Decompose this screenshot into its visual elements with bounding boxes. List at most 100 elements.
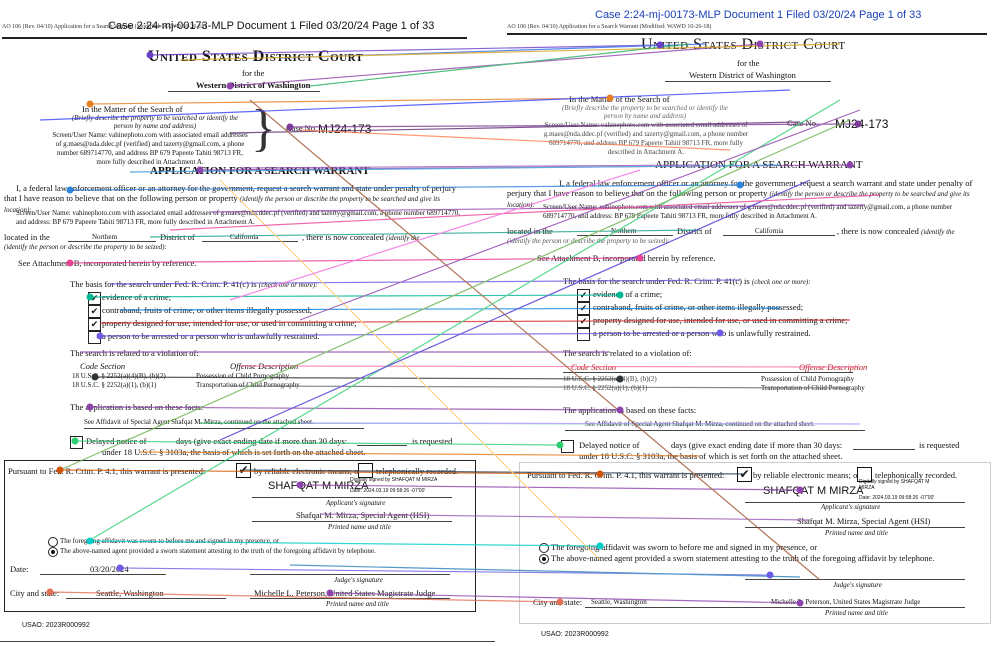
offense-header: Offense Description bbox=[230, 361, 299, 371]
concealed-italic-right-a: (identify the bbox=[921, 228, 955, 236]
electronic-checkbox[interactable]: ✔ bbox=[236, 463, 251, 478]
pursuant-text-right: Pursuant to Fed. R. Crim. P. 4.1, this w… bbox=[527, 470, 725, 480]
telephonic-checkbox[interactable] bbox=[358, 463, 373, 478]
matter-brace: } bbox=[251, 100, 276, 157]
district-value: Northern bbox=[92, 233, 118, 241]
see-attachment-right: See Attachment B, incorporated herein by… bbox=[537, 253, 716, 263]
court-title-right: United States District Court bbox=[641, 36, 846, 53]
basis-item-contraband-right: contraband, fruits of crime, or other it… bbox=[593, 302, 804, 312]
basis-checkbox-contraband-right[interactable]: ✔ bbox=[577, 302, 590, 315]
date-label: Date: bbox=[10, 564, 29, 574]
digital-date-right: Date: 2024.03.19 09:58:26 -07'00' bbox=[859, 495, 935, 501]
delayed-notice-d-right: under 18 U.S.C. § 3103a, the basis of wh… bbox=[579, 451, 843, 461]
concealed-italic-right: (identify the person or describe the pro… bbox=[507, 237, 670, 245]
matter-property-right: Screen/User Name: vahinephoto.com with a… bbox=[543, 121, 749, 156]
code-row-1: 18 U.S.C. § 2252(a)(4)(B), (b)(2) bbox=[72, 372, 166, 380]
delayed-notice-c-right: is requested bbox=[919, 440, 960, 450]
judge-printed-caption: Printed name and title bbox=[326, 600, 389, 608]
sworn-telephone-radio[interactable] bbox=[48, 547, 58, 557]
delayed-notice-checkbox[interactable] bbox=[70, 436, 83, 449]
signer-name-right: SHAFQAT M MIRZA bbox=[763, 485, 864, 497]
footer-rule bbox=[0, 641, 495, 642]
form-label-right: AO 106 (Rev. 04/10) Application for a Se… bbox=[507, 24, 712, 30]
sworn-in-person-radio[interactable] bbox=[48, 537, 58, 547]
delayed-notice-checkbox-right[interactable] bbox=[561, 440, 574, 453]
basis-item-person: a person to be arrested or a person who … bbox=[102, 331, 320, 341]
applicant-name-line bbox=[252, 521, 452, 522]
telephonic-checkbox-right[interactable] bbox=[857, 467, 872, 482]
concealed-label: , there is now concealed (identify the bbox=[302, 232, 420, 242]
located-in-label: located in the bbox=[4, 232, 50, 242]
judge-sig-line-right bbox=[745, 579, 965, 580]
see-attachment: See Attachment B, incorporated herein by… bbox=[18, 258, 197, 268]
code-row-2-right: 18 U.S.C. § 2252(a)(1), (b)(1) bbox=[563, 384, 648, 392]
code-row-2: 18 U.S.C. § 2252(a)(1), (b)(1) bbox=[72, 381, 157, 389]
judge-name-right: Michelle L. Peterson, United States Magi… bbox=[771, 598, 921, 606]
applicant-sig-line-right bbox=[745, 502, 965, 503]
district-name-right: Western District of Washington bbox=[689, 70, 796, 80]
basis-checkbox-evidence[interactable]: ✔ bbox=[88, 292, 101, 305]
basis-checkbox-property[interactable]: ✔ bbox=[88, 318, 101, 331]
code-section-header: Code Section bbox=[80, 361, 126, 371]
state-value-right: California bbox=[755, 227, 784, 235]
delayed-notice-c: is requested bbox=[412, 436, 453, 446]
sworn-in-person-text: The foregoing affidavit was sworn to bef… bbox=[60, 537, 280, 545]
located-in-label-right: located in the bbox=[507, 226, 553, 236]
matter-heading: In the Matter of the Search of bbox=[82, 104, 183, 114]
basis-checkbox-evidence-right[interactable]: ✔ bbox=[577, 289, 590, 302]
for-the-label: for the bbox=[242, 68, 265, 78]
state-line-right bbox=[723, 235, 835, 236]
basis-item-contraband: contraband, fruits of crime, or other it… bbox=[102, 305, 313, 315]
district-of-label: District of bbox=[160, 232, 195, 242]
basis-checkbox-person[interactable] bbox=[88, 331, 101, 344]
court-title: United States District Court bbox=[148, 48, 364, 65]
state-line bbox=[202, 241, 298, 242]
left-document-pane: AO 106 (Rev. 04/10) Application for a Se… bbox=[0, 0, 495, 646]
electronic-checkbox-right[interactable]: ✔ bbox=[737, 467, 752, 482]
basis-item-property: property designed for use, intended for … bbox=[102, 318, 357, 328]
telephonic-label-right: telephonically recorded. bbox=[875, 470, 958, 480]
basis-checkbox-property-right[interactable]: ✔ bbox=[577, 315, 590, 328]
concealed-italic-a: (identify the bbox=[386, 234, 420, 242]
matter-instruction-right: (Briefly describe the property to be sea… bbox=[561, 104, 729, 120]
judge-sig-caption-right: Judge's signature bbox=[833, 581, 882, 589]
district-line bbox=[68, 241, 156, 242]
city-label: City and state: bbox=[10, 588, 60, 598]
electronic-label-right: by reliable electronic means; or: bbox=[753, 470, 863, 480]
basis-checkbox-person-right[interactable] bbox=[577, 328, 590, 341]
state-value: California bbox=[230, 233, 259, 241]
concealed-label-right: , there is now concealed (identify the bbox=[837, 226, 955, 236]
affidavit-text: See Affidavit of Special Agent Shafqat M… bbox=[84, 418, 314, 426]
applicant-name: Shafqat M. Mirza, Special Agent (HSI) bbox=[296, 510, 430, 520]
target-description-right: Screen/User Name: vahinephoto.com with a… bbox=[543, 203, 953, 220]
application-title: APPLICATION FOR A SEARCH WARRANT bbox=[150, 165, 370, 177]
offense-row-1-right: Possession of Child Pornography bbox=[761, 375, 855, 383]
offense-row-2-right: Transportation of Child Pornography bbox=[761, 384, 865, 392]
basis-heading-italic-right: (check one or more): bbox=[751, 278, 811, 286]
district-value-right: Northern bbox=[611, 227, 637, 235]
city-line-right bbox=[585, 607, 745, 608]
sworn-telephone-radio-right[interactable] bbox=[539, 554, 549, 564]
judge-sig-line bbox=[250, 574, 450, 575]
facts-heading-right: The application is based on these facts: bbox=[563, 405, 697, 415]
digital-date-left: Date: 2024.03.19 09:58:26 -07'00' bbox=[350, 488, 426, 494]
target-description: Screen/User Name: vahinephoto.com with a… bbox=[16, 209, 461, 226]
affidavit-line bbox=[84, 428, 364, 429]
electronic-label: by reliable electronic means; or: bbox=[254, 466, 364, 476]
judge-name-line-right bbox=[745, 607, 965, 608]
basis-heading-text-right: The basis for the search under Fed. R. C… bbox=[563, 276, 750, 286]
basis-checkbox-contraband[interactable]: ✔ bbox=[88, 305, 101, 318]
judge-printed-caption-right: Printed name and title bbox=[825, 609, 888, 617]
case-header-right: Case 2:24-mj-00173-MLP Document 1 Filed … bbox=[595, 9, 922, 21]
applicant-name-right: Shafqat M. Mirza, Special Agent (HSI) bbox=[797, 516, 931, 526]
sworn-in-person-radio-right[interactable] bbox=[539, 543, 549, 553]
date-value: 03/20/2024 bbox=[90, 564, 129, 574]
case-no-label-right: Case No. bbox=[787, 118, 819, 128]
case-number: MJ24-173 bbox=[318, 122, 372, 136]
code-row-1-right: 18 U.S.C. § 2252(a)(4)(B), (b)(2) bbox=[563, 375, 657, 383]
affidavit-text-right: See Affidavit of Special Agent Shafqat M… bbox=[585, 420, 815, 428]
district-underline bbox=[168, 91, 320, 92]
applicant-sig-caption-right: Applicant's signature bbox=[821, 503, 881, 511]
violation-heading: The search is related to a violation of: bbox=[70, 348, 199, 358]
right-document-pane: AO 106 (Rev. 04/10) Application for a Se… bbox=[505, 0, 1000, 646]
